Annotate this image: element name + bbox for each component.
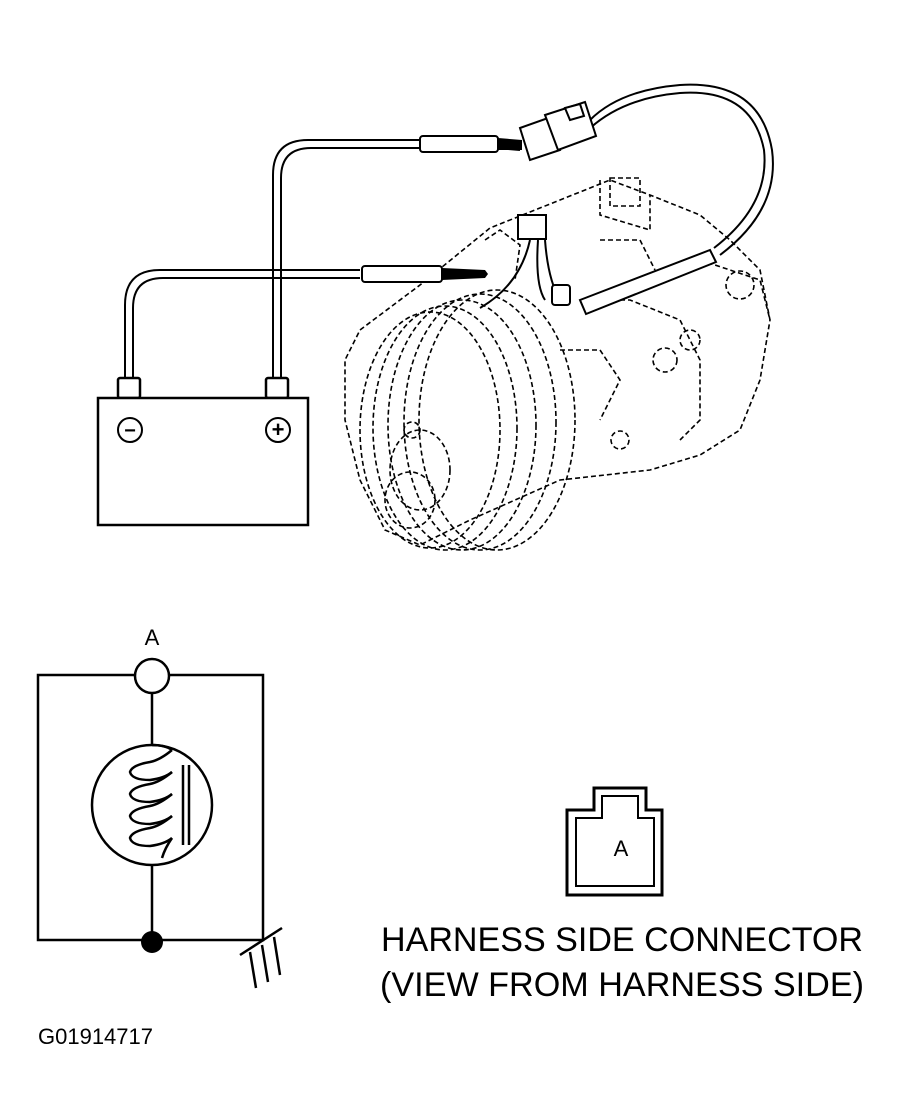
figure-id: G01914717	[38, 1024, 153, 1049]
battery-negative-symbol: −	[124, 420, 136, 442]
compressor-connector	[479, 214, 571, 309]
battery-positive-post	[264, 376, 290, 400]
terminal-a-circle	[133, 657, 171, 695]
ac-compressor-illustration	[344, 177, 771, 551]
coil-icon	[128, 743, 191, 859]
lead-sleeves	[361, 135, 718, 316]
battery-negative-post	[116, 376, 142, 400]
battery-terminal-symbols	[117, 417, 291, 443]
positive-terminal-icon	[265, 417, 291, 443]
ground-icon	[239, 926, 283, 989]
harness-connector	[518, 100, 598, 162]
battery-positive-symbol: +	[272, 417, 285, 442]
connector-pin-label: A	[614, 836, 629, 861]
connector-face-icon	[565, 786, 664, 897]
schematic-terminal-label: A	[145, 625, 160, 650]
clutch-schematic	[36, 657, 283, 989]
battery	[96, 376, 310, 527]
test-leads	[124, 83, 774, 380]
connector-caption-line1: HARNESS SIDE CONNECTOR	[381, 921, 863, 959]
probe-tips	[442, 138, 522, 280]
negative-terminal-icon	[117, 417, 143, 443]
connector-caption-line2: (VIEW FROM HARNESS SIDE)	[380, 966, 864, 1004]
ground-junction-dot	[141, 931, 163, 953]
